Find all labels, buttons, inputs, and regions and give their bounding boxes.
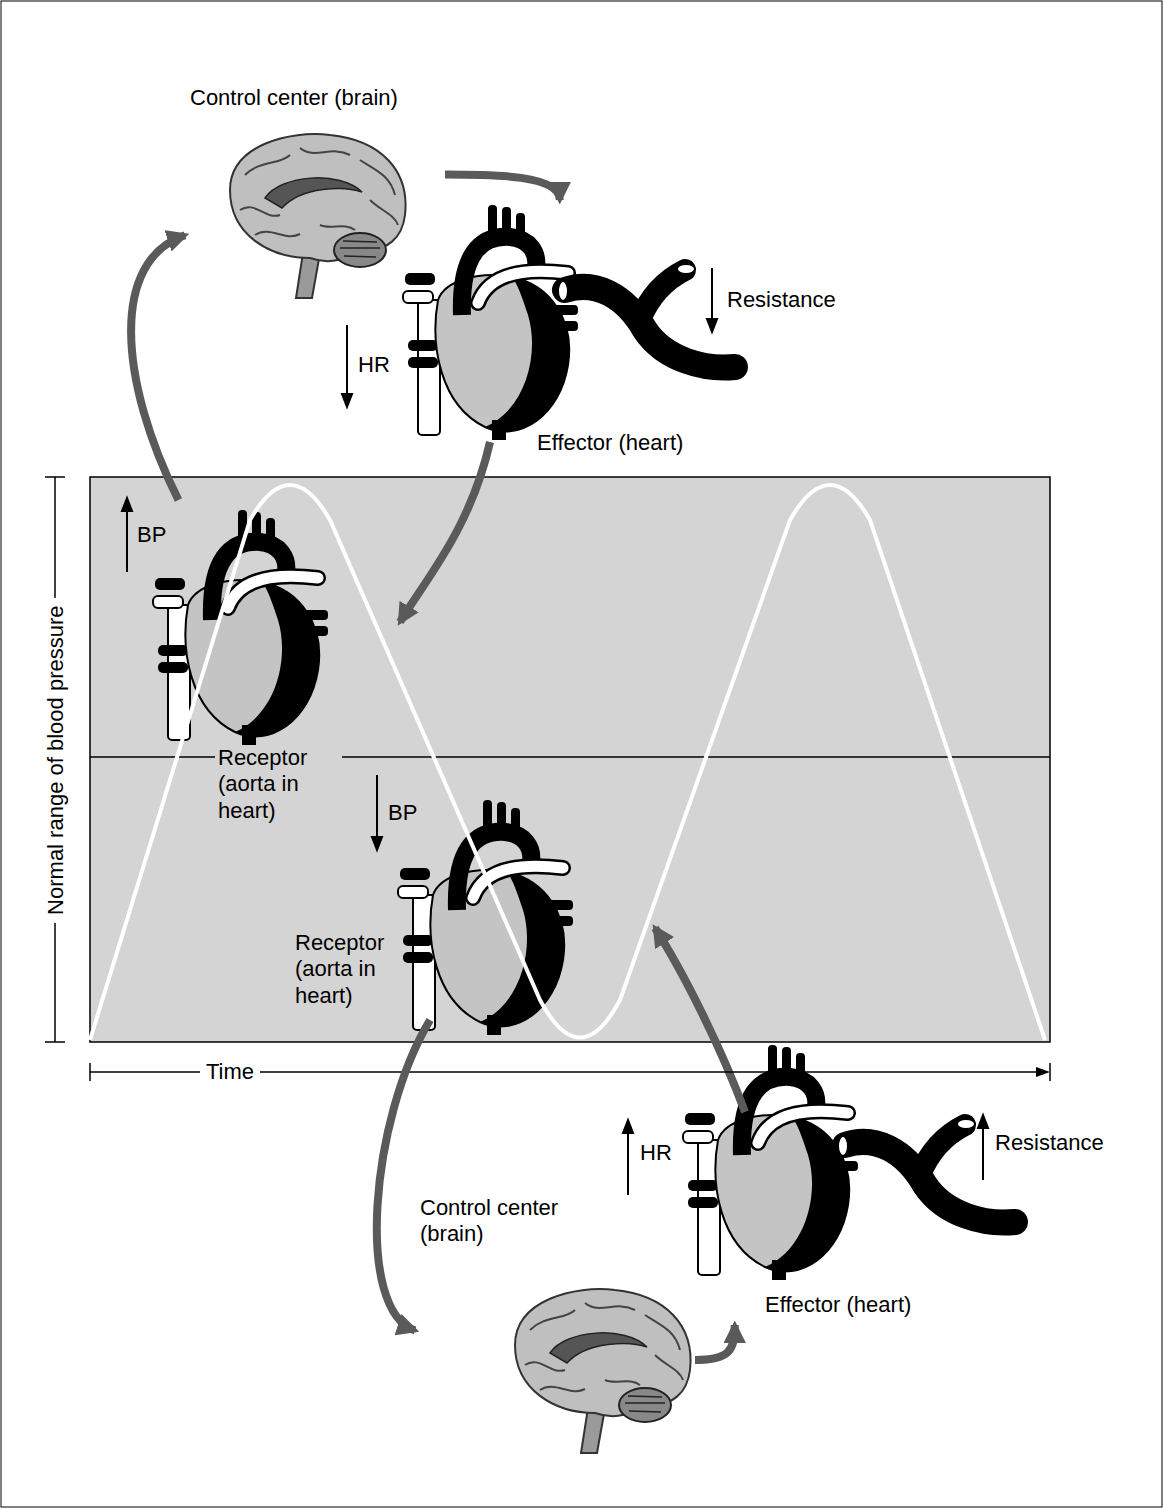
effector-node: HR ResistanceEffector (heart) — [345, 200, 865, 465]
control-center-label: Control center (brain) — [420, 1195, 595, 1248]
feedback-arrow — [445, 175, 560, 201]
receptor-node: BP Receptor (aorta in heart) — [290, 770, 570, 1020]
effector-node: HR ResistanceEffector (heart) — [620, 1045, 1130, 1325]
axis-label: Time — [200, 1059, 260, 1085]
effector-label: Resistance — [995, 1130, 1104, 1156]
receptor-label: BP — [137, 522, 166, 548]
range-band-label: Normal range of blood pressure — [42, 598, 68, 923]
effector-label: Effector (heart) — [765, 1292, 911, 1318]
feedback-arrow — [695, 1325, 735, 1360]
effector-label: Resistance — [727, 287, 836, 313]
receptor-label: Receptor (aorta in heart) — [215, 745, 342, 824]
feedback-arrow — [377, 1020, 430, 1330]
range-band-node: Normal range of blood pressureBPReceptor… — [90, 477, 1050, 1042]
effector-label: HR — [640, 1140, 672, 1166]
control-center-node: Control center (brain) — [415, 1190, 695, 1460]
receptor-label: BP — [388, 800, 417, 826]
receptor-label: Receptor (aorta in heart) — [295, 930, 395, 1009]
control-center-label: Control center (brain) — [190, 85, 398, 111]
feedback-arrow — [131, 235, 185, 500]
receptor-node: BP Receptor (aorta in heart) — [118, 500, 346, 835]
control-center-node: Control center (brain) — [185, 80, 445, 305]
effector-label: Effector (heart) — [537, 430, 683, 456]
effector-label: HR — [358, 352, 390, 378]
